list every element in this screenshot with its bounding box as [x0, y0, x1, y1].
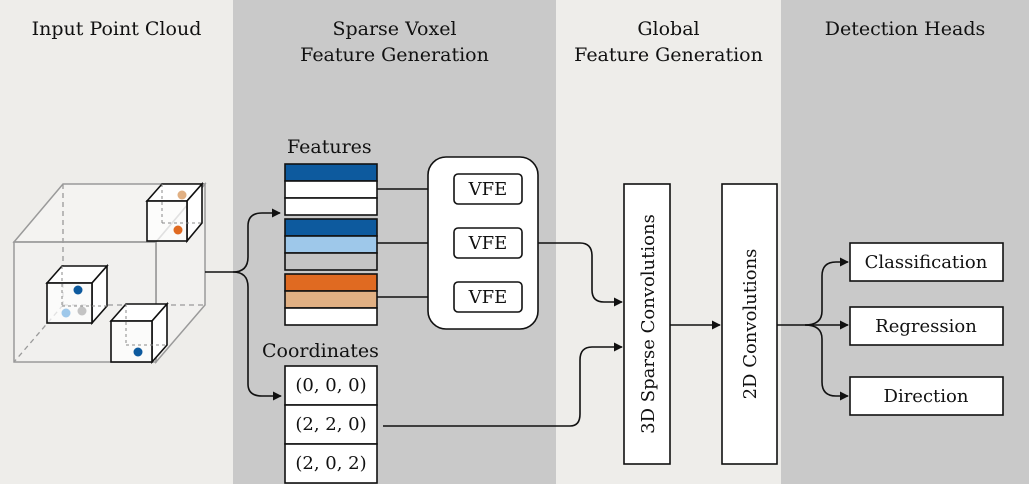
heads-connector — [777, 257, 849, 401]
header-sparse-line2: Feature Generation — [300, 44, 489, 66]
head-box-direction: Direction — [849, 376, 1004, 416]
head-box-regression: Regression — [849, 306, 1004, 346]
head-label: Direction — [884, 386, 969, 407]
vfe-block: VFE — [453, 173, 523, 205]
coordinate-row: (2, 0, 2) — [295, 453, 366, 474]
voxel-cube — [45, 263, 109, 326]
header-sparse-line1: Sparse Voxel — [332, 18, 457, 40]
coordinates-table: (0, 0, 0) (2, 2, 0) (2, 0, 2) — [284, 365, 378, 484]
point-dot — [177, 190, 187, 200]
feature-table — [284, 273, 378, 326]
point-dot — [133, 347, 143, 357]
point-dot — [61, 308, 71, 318]
vfe-label: VFE — [468, 179, 508, 200]
vfe-label: VFE — [468, 287, 508, 308]
header-input-point-cloud: Input Point Cloud — [31, 18, 202, 40]
split-connector — [205, 208, 282, 401]
arrow — [383, 342, 623, 427]
header-detection-heads: Detection Heads — [824, 18, 986, 40]
conv-2d-block: 2D Convolutions — [721, 183, 778, 465]
point-dot — [173, 225, 183, 235]
sparse-3d-conv-block: 3D Sparse Convolutions — [623, 183, 671, 465]
vfe-block: VFE — [453, 281, 523, 313]
conv-2d-label: 2D Convolutions — [740, 249, 761, 400]
head-label: Classification — [865, 252, 988, 273]
sparse-3d-conv-label: 3D Sparse Convolutions — [638, 214, 659, 434]
header-sparse-voxel: Sparse Voxel Feature Generation — [233, 16, 556, 68]
head-label: Regression — [875, 316, 977, 337]
header-global-feature: Global Feature Generation — [556, 16, 781, 68]
header-global-line1: Global — [637, 18, 700, 40]
features-label: Features — [287, 136, 372, 158]
feature-tables — [284, 163, 378, 326]
feature-table — [284, 163, 378, 216]
voxel-cube — [145, 181, 204, 244]
vfe-block: VFE — [453, 227, 523, 259]
point-dot — [73, 285, 83, 295]
coordinates-label: Coordinates — [262, 340, 379, 362]
point-dot — [77, 306, 87, 316]
header-global-line2: Feature Generation — [574, 44, 763, 66]
arrow — [538, 242, 623, 307]
feature-table — [284, 218, 378, 271]
vfe-label: VFE — [468, 233, 508, 254]
coordinate-row: (2, 2, 0) — [295, 414, 366, 435]
head-box-classification: Classification — [849, 242, 1004, 282]
voxel-cube — [109, 301, 169, 365]
coordinate-row: (0, 0, 0) — [295, 375, 366, 396]
